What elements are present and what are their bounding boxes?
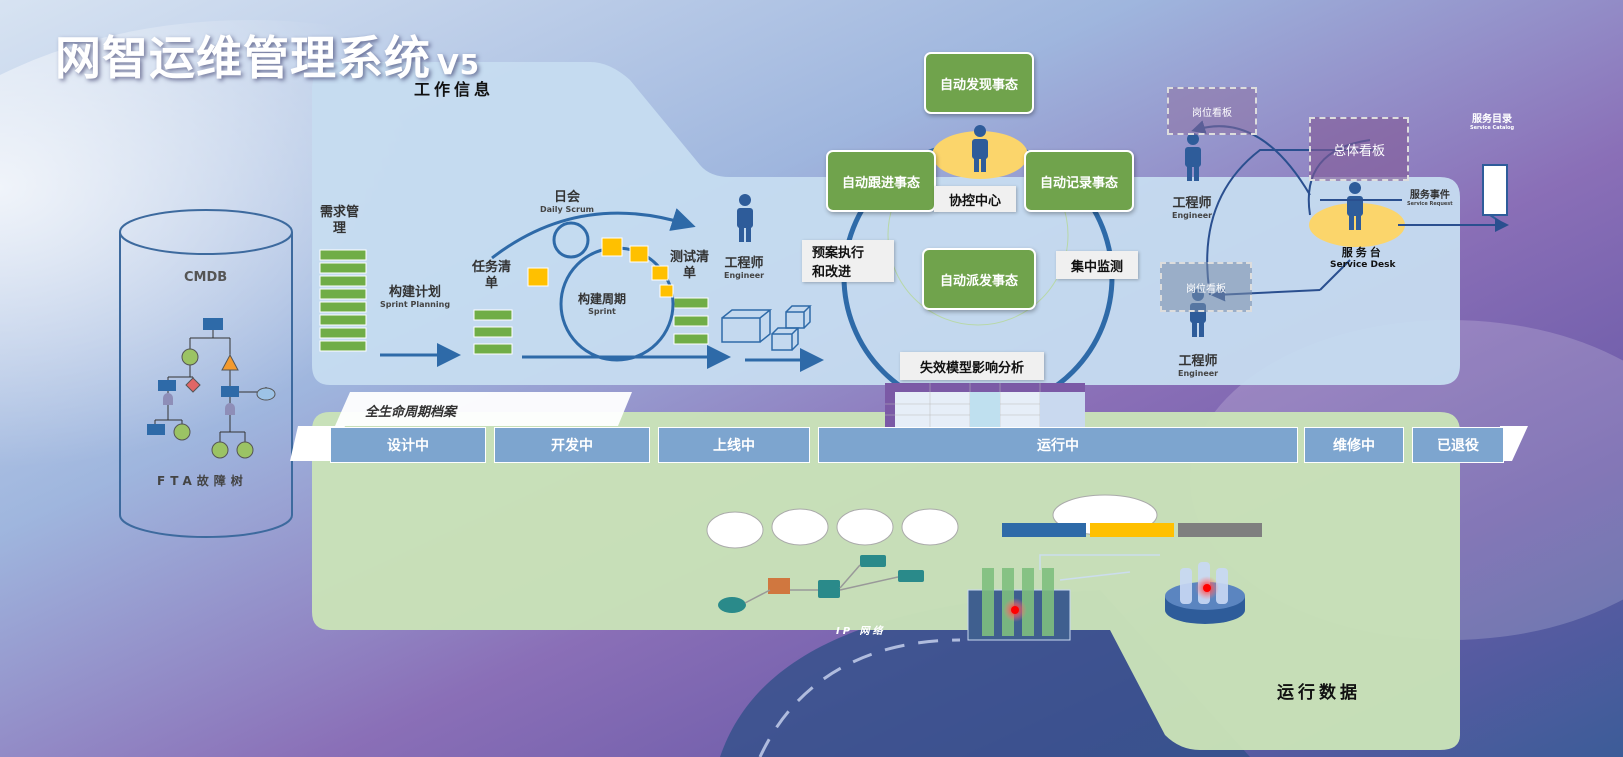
daily-en: Daily Scrum [540, 205, 595, 214]
service-desk-label: 服务台 Service Desk [1330, 244, 1395, 270]
engineer-label-top: 工程师 Engineer [1172, 192, 1212, 220]
title-text: 网智运维管理系统 [55, 31, 431, 85]
fmea-label: 失效模型影响分析 [900, 352, 1044, 380]
person-icons [737, 125, 1206, 337]
daily-scrum-label: 日会 Daily Scrum [540, 186, 594, 214]
sprint-text: 构建周期 [578, 292, 627, 306]
phase-develop: 开发中 [494, 427, 650, 463]
service-event-label: 服务事件 Service Request [1407, 186, 1453, 207]
post-board-top: 岗位看板 [1167, 87, 1257, 135]
auto-record-box: 自动记录事态 [1024, 150, 1134, 212]
build-plan-text: 构建计划 [389, 285, 442, 300]
control-center-label: 协控中心 [934, 186, 1016, 212]
engineer-top-text: 工程师 [1172, 196, 1212, 211]
auto-follow-box: 自动跟进事态 [826, 150, 936, 212]
sprint-label: 构建周期 Sprint [578, 290, 626, 316]
catalog-en: Service Catalog [1470, 125, 1515, 131]
desk-en: Service Desk [1330, 260, 1396, 270]
phase-launch: 上线中 [658, 427, 810, 463]
plan-label: 预案执行 和改进 [802, 240, 894, 282]
daily-text: 日会 [554, 190, 581, 205]
master-board: 总体看板 [1309, 117, 1409, 181]
engineer-text: 工程师 [724, 256, 764, 271]
engineer-en: Engineer [724, 271, 765, 280]
event-text: 服务事件 [1409, 190, 1450, 201]
sprint-en: Sprint [588, 307, 616, 316]
auto-dispatch-box: 自动派发事态 [922, 248, 1036, 310]
requirements-label: 需求管 理 [320, 205, 360, 236]
phase-retired: 已退役 [1412, 427, 1504, 463]
post-board-bottom: 岗位看板 [1160, 262, 1252, 312]
phase-design: 设计中 [330, 427, 486, 463]
build-plan-en: Sprint Planning [380, 300, 451, 309]
phase-running: 运行中 [818, 427, 1298, 463]
engineer-label-bottom: 工程师 Engineer [1178, 350, 1218, 378]
engineer-top-en: Engineer [1172, 211, 1213, 220]
cmdb-label: CMDB [184, 270, 228, 285]
catalog-text: 服务目录 [1472, 114, 1513, 125]
work-info-label: 工作信息 [414, 80, 495, 99]
service-catalog-label: 服务目录 Service Catalog [1470, 110, 1514, 131]
desk-text: 服务台 [1341, 246, 1384, 259]
monitor-label: 集中监测 [1056, 251, 1138, 279]
fta-label: FTA故障树 [157, 474, 248, 488]
build-plan-label: 构建计划 Sprint Planning [380, 281, 450, 309]
version-label: V5 [437, 48, 481, 81]
lifecycle-label: 全生命周期档案 [365, 405, 457, 420]
auto-discover-box: 自动发现事态 [924, 52, 1034, 114]
task-list-label: 任务清 单 [472, 260, 512, 291]
engineer-bottom-text: 工程师 [1178, 354, 1218, 369]
test-list-label: 测试清 单 [670, 250, 710, 281]
engineer-label-agile: 工程师 Engineer [724, 252, 764, 280]
event-en: Service Request [1407, 201, 1453, 207]
run-data-label: 运行数据 [1277, 683, 1361, 703]
phase-maintenance: 维修中 [1304, 427, 1404, 463]
engineer-bottom-en: Engineer [1178, 369, 1219, 378]
ip-network-label: IP 网络 [836, 626, 886, 637]
